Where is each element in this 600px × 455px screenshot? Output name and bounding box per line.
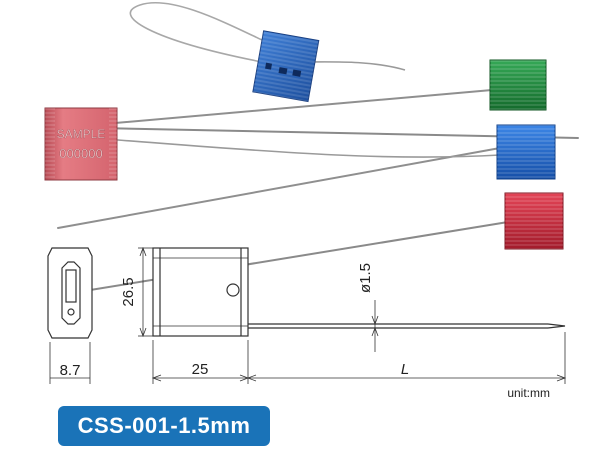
green-seal xyxy=(489,59,547,111)
sample-seal xyxy=(44,107,118,181)
dim-total-length: L xyxy=(401,361,409,378)
dim-side-width: 8.7 xyxy=(60,362,81,379)
model-code-badge: CSS-001-1.5mm xyxy=(58,406,270,446)
red-seal xyxy=(504,192,564,250)
cable-wires xyxy=(57,89,579,293)
blue-seal-loop xyxy=(129,1,406,103)
dim-body-length: 25 xyxy=(192,361,209,378)
unit-label: unit:mm xyxy=(507,386,550,400)
dim-height: 26.5 xyxy=(120,277,137,306)
blue-seal xyxy=(496,124,556,180)
seal-stamp-number: 000000 xyxy=(59,146,102,161)
dim-wire-diameter: ø1.5 xyxy=(357,263,374,293)
seal-stamp-sample: SAMPLE xyxy=(57,127,106,141)
technical-drawing xyxy=(47,246,567,384)
